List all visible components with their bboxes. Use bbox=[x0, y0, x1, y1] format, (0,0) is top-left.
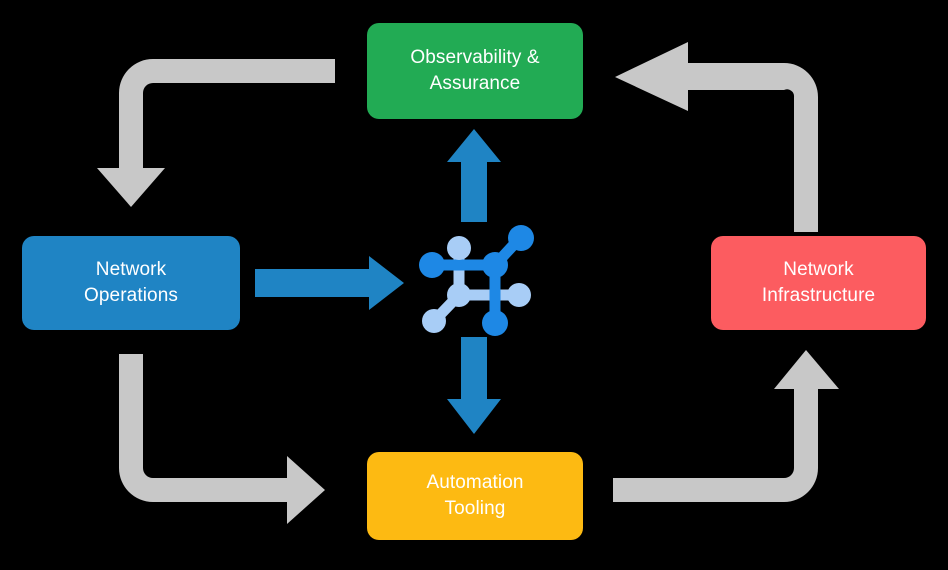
node-label-automation-tooling: Automation Tooling bbox=[426, 472, 524, 519]
network-icon-nodes bbox=[419, 225, 534, 336]
node-box-network-infrastructure[interactable]: Network Infrastructure bbox=[711, 236, 926, 330]
blue-arrow-up bbox=[447, 129, 501, 222]
gray-arrow-bottom-left bbox=[119, 354, 325, 524]
node-box-observability[interactable]: Observability & Assurance bbox=[367, 23, 583, 119]
network-icon-edges bbox=[427, 232, 526, 329]
node-label-network-operations: Network Operations bbox=[84, 259, 178, 306]
gray-arrow-top-left bbox=[97, 59, 335, 207]
node-box-automation-tooling[interactable]: Automation Tooling bbox=[367, 452, 583, 540]
node-box-network-operations[interactable]: Network Operations bbox=[22, 236, 240, 330]
gray-arrow-bottom-right bbox=[613, 350, 839, 502]
blue-arrow-down bbox=[447, 337, 501, 434]
node-label-network-infrastructure: Network Infrastructure bbox=[761, 259, 876, 306]
blue-arrow-right bbox=[255, 256, 404, 310]
gray-arrow-top-right bbox=[615, 42, 818, 232]
node-label-observability: Observability & Assurance bbox=[410, 47, 540, 94]
